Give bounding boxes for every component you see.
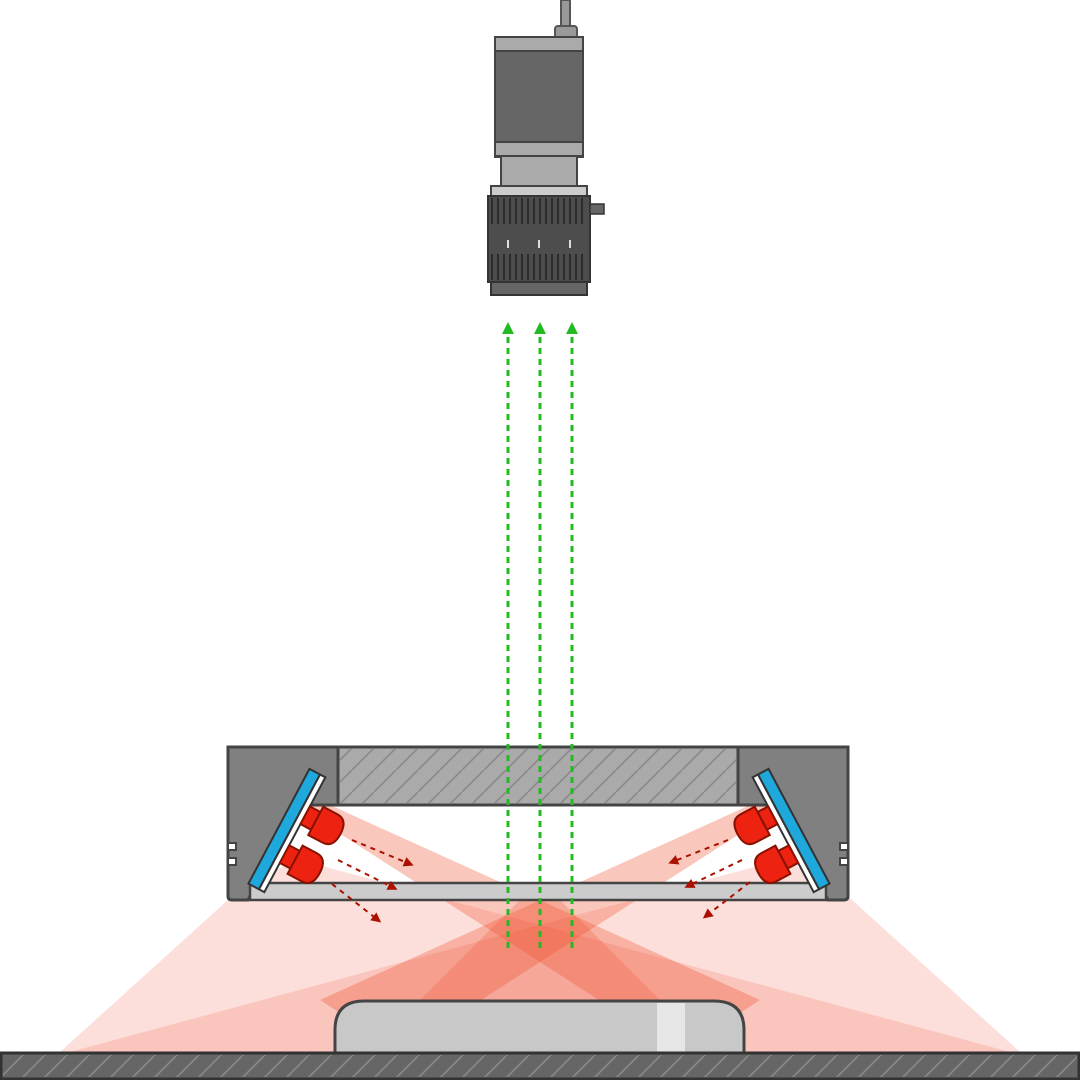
housing-notch [839, 857, 849, 866]
housing-notch [227, 842, 237, 851]
object-highlight [657, 1003, 685, 1053]
lens-knob [589, 203, 605, 215]
housing-top-hatch [340, 749, 736, 803]
lens-knurl-top [491, 198, 583, 224]
table-icon [0, 1051, 1080, 1080]
led-icon [278, 843, 324, 884]
camera-bottom-band [494, 141, 584, 157]
lens-body [487, 195, 591, 283]
camera-body [494, 36, 584, 158]
pcb-left-backing [257, 773, 327, 894]
imaging-rays [502, 322, 578, 948]
object-body [333, 999, 746, 1056]
table-hatch [3, 1055, 1077, 1077]
arrow-left-1 [351, 839, 414, 867]
led-icon [754, 843, 800, 884]
led-board-left [247, 767, 345, 894]
led-icon [299, 805, 345, 846]
arrow-right-1 [668, 839, 729, 865]
arrow-left-2 [337, 859, 398, 890]
pcb-right-backing [751, 773, 821, 894]
bottom-diffuser [248, 881, 828, 902]
camera-mount [500, 155, 578, 187]
housing-notch [839, 842, 849, 851]
ring-light-icon [226, 745, 850, 902]
lens-collar [490, 185, 588, 197]
led-board-right [733, 767, 831, 894]
housing-notch [227, 857, 237, 866]
led-icon [733, 805, 779, 846]
beam-center-overlap [420, 880, 660, 1000]
camera-icon [487, 0, 605, 296]
light-arrows [331, 839, 751, 923]
lens-knurl-bottom [491, 254, 583, 280]
light-beams [60, 805, 1020, 1052]
camera-top-band [494, 36, 584, 52]
lens-front [490, 281, 588, 296]
object-icon [333, 999, 746, 1056]
